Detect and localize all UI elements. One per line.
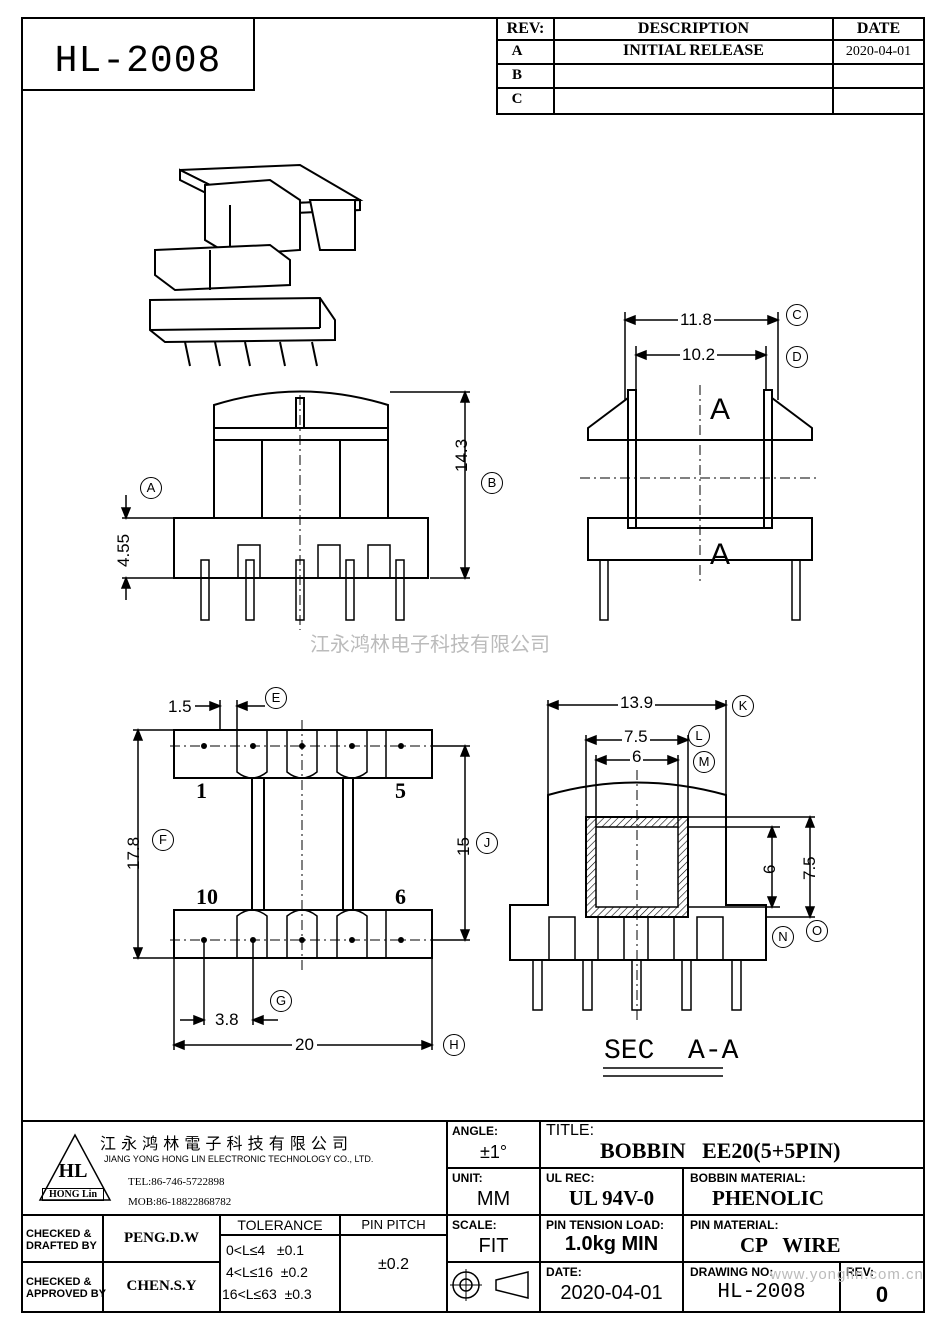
part-number-box: [21, 17, 255, 91]
front-view: [173, 390, 429, 630]
dim-17-8: 17.8: [124, 836, 143, 870]
rev-row-b-rev: B: [511, 67, 522, 83]
dim-3-8: 3.8: [215, 1010, 239, 1029]
rev-row-a-date: 2020-04-01: [845, 44, 912, 59]
balloon-g: G: [270, 990, 292, 1012]
dim-10-2: 10.2: [680, 345, 718, 365]
company-tel: TEL:86-746-5722898: [128, 1176, 225, 1188]
angle-label: ANGLE:: [452, 1124, 498, 1138]
dim-15: 15: [454, 837, 473, 856]
unit-label: UNIT:: [452, 1171, 483, 1185]
dim-6-top: 6: [630, 747, 644, 767]
side-view: [580, 385, 820, 621]
rev-header: REV:: [506, 20, 545, 37]
dim-1-5: 1.5: [168, 697, 192, 716]
date-value: 2020-04-01: [560, 1282, 663, 1304]
bobbin-material-label: BOBBIN MATERIAL:: [690, 1171, 806, 1185]
balloon-k: K: [732, 695, 754, 717]
dim-6-side: 6: [760, 864, 779, 874]
dim-14-3: 14.3: [452, 438, 471, 472]
section-mark-top: A: [710, 393, 731, 426]
dim-20: 20: [292, 1035, 317, 1055]
isometric-view: [149, 163, 364, 367]
dim-7-5-top: 7.5: [622, 727, 650, 747]
pin-tension-value: 1.0kg MIN: [564, 1233, 659, 1255]
rev-row-a-desc: INITIAL RELEASE: [623, 42, 764, 59]
pin-pitch-value: ±0.2: [377, 1256, 410, 1273]
scale-label: SCALE:: [452, 1218, 497, 1232]
rev-row-c-rev: C: [511, 91, 523, 107]
pin-material-value: CP WIRE: [740, 1233, 841, 1257]
dim-11-8: 11.8: [678, 310, 714, 330]
tolerance-row-3: 16<L≤63 ±0.3: [222, 1286, 312, 1302]
balloon-n: N: [772, 926, 794, 948]
balloon-d: D: [786, 346, 808, 368]
footer-watermark: www.yonglin.com.cn: [770, 1266, 924, 1283]
pin-pitch-header: PIN PITCH: [361, 1217, 426, 1232]
date-label: DATE:: [546, 1265, 582, 1279]
drawing-no-label: DRAWING NO:: [690, 1265, 774, 1279]
rev-row-a-rev: A: [511, 43, 523, 59]
sheet-border: [21, 17, 925, 1313]
tolerance-row-1: 0<L≤4 ±0.1: [226, 1242, 305, 1258]
watermark-cn: 江永鸿林电子科技有限公司: [310, 632, 550, 656]
pin-label-5: 5: [395, 778, 406, 803]
pin-tension-label: PIN TENSION LOAD:: [546, 1218, 665, 1232]
checked-drafted-label: CHECKED & DRAFTED BY: [26, 1228, 97, 1252]
ul-value: UL 94V-0: [568, 1186, 655, 1210]
balloon-e: E: [265, 687, 287, 709]
balloon-m: M: [693, 751, 715, 773]
section-title: SEC A-A: [604, 1036, 739, 1067]
company-logo: HL: [58, 1160, 88, 1182]
drawing-no-value: HL-2008: [717, 1281, 806, 1304]
part-number: HL-2008: [54, 40, 222, 83]
pin-label-6: 6: [395, 884, 406, 909]
balloon-b: B: [481, 472, 503, 494]
balloon-o: O: [806, 920, 828, 942]
balloon-c: C: [786, 304, 808, 326]
balloon-j: J: [476, 832, 498, 854]
bobbin-material-value: PHENOLIC: [712, 1186, 825, 1210]
company-logo-sub: HONG Lin: [42, 1188, 104, 1201]
dim-13-9: 13.9: [618, 693, 656, 713]
checked-approved-name: CHEN.S.Y: [126, 1278, 197, 1294]
description-header: DESCRIPTION: [637, 20, 750, 37]
pin-label-1: 1: [196, 778, 207, 803]
checked-approved-label: CHECKED & APPROVED BY: [26, 1276, 107, 1300]
revision-table: [496, 17, 925, 115]
date-header: DATE: [856, 20, 901, 37]
company-mob: MOB:86-18822868782: [128, 1196, 232, 1208]
scale-value: FIT: [478, 1235, 509, 1257]
balloon-a: A: [140, 477, 162, 499]
ul-label: UL REC:: [546, 1171, 595, 1185]
balloon-h: H: [443, 1034, 465, 1056]
bottom-view: [170, 720, 440, 970]
unit-value: MM: [476, 1188, 511, 1210]
pin-label-10: 10: [196, 884, 218, 909]
angle-value: ±1°: [479, 1142, 508, 1162]
company-name-en: JIANG YONG HONG LIN ELECTRONIC TECHNOLOG…: [104, 1154, 374, 1164]
tolerance-header: TOLERANCE: [237, 1217, 323, 1233]
company-name-cn: 江 永 鸿 林 電 子 科 技 有 限 公 司: [100, 1134, 348, 1153]
pin-material-label: PIN MATERIAL:: [690, 1218, 779, 1232]
balloon-l: L: [688, 725, 710, 747]
dim-7-5-side: 7.5: [800, 856, 819, 880]
balloon-f: F: [152, 829, 174, 851]
dim-4-55: 4.55: [114, 533, 133, 567]
rev-value: 0: [875, 1282, 889, 1307]
tolerance-row-2: 4<L≤16 ±0.2: [226, 1264, 308, 1280]
rev-label: REV:: [846, 1265, 875, 1279]
title-value: BOBBIN EE20(5+5PIN): [600, 1138, 841, 1163]
checked-drafted-name: PENG.D.W: [124, 1230, 199, 1246]
title-label: TITLE:: [546, 1122, 595, 1139]
section-mark-bottom: A: [710, 538, 731, 571]
